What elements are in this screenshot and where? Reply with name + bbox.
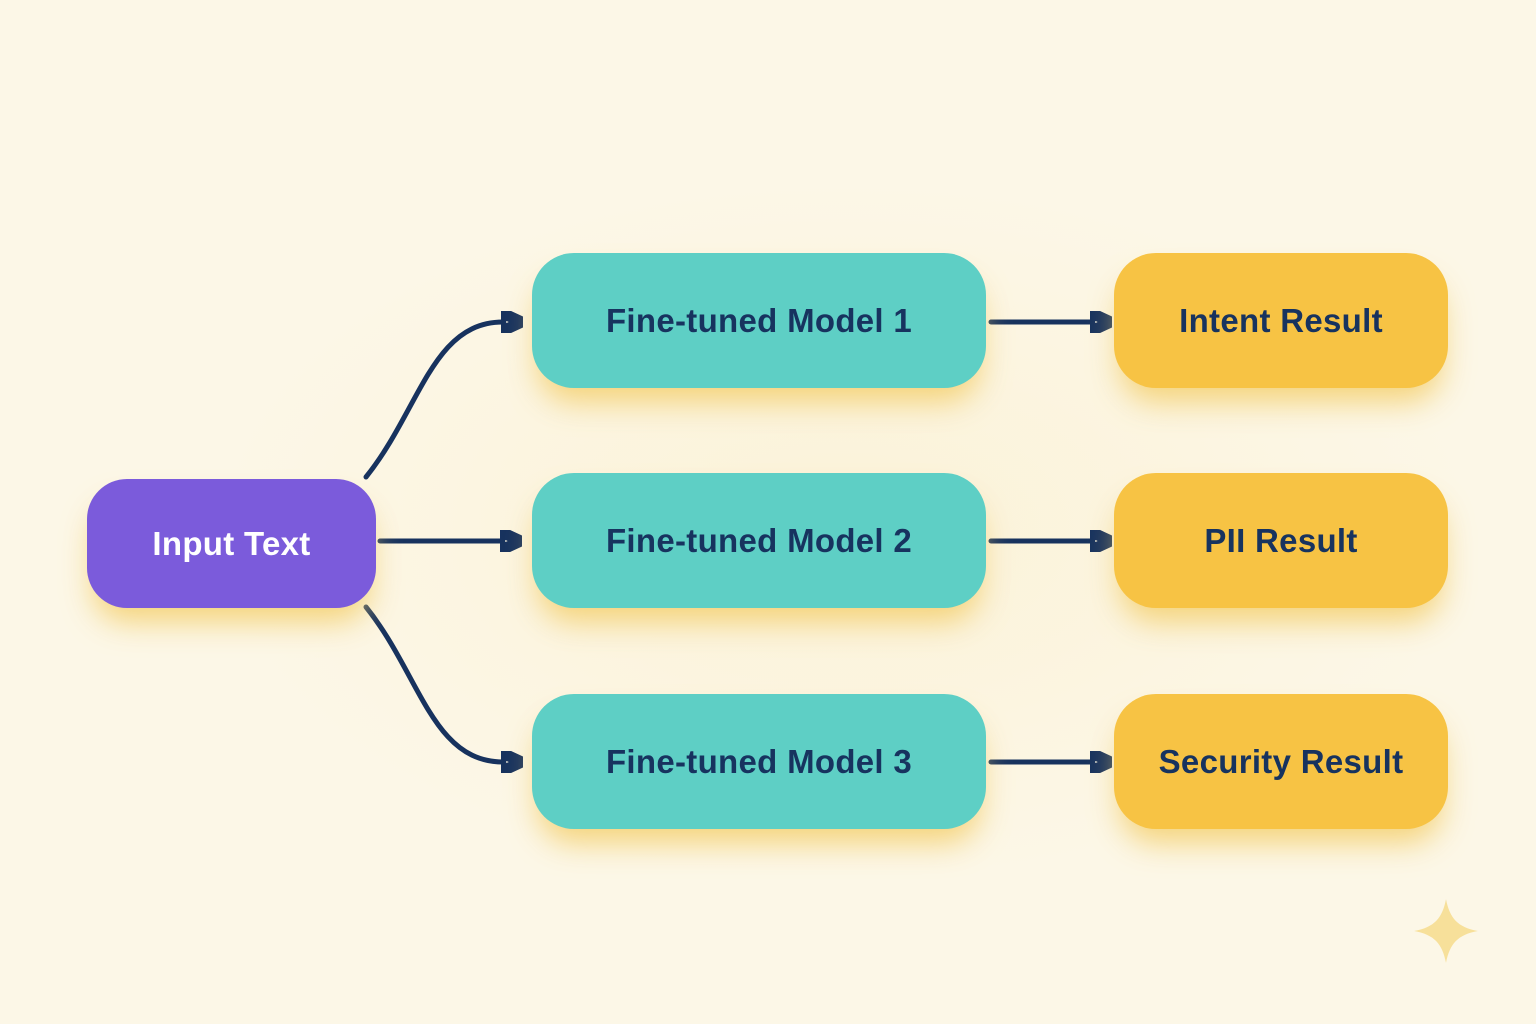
node-fine-tuned-model-1: Fine-tuned Model 1 bbox=[532, 253, 986, 388]
node-fine-tuned-model-3-label: Fine-tuned Model 3 bbox=[605, 742, 913, 780]
node-intent-result-label: Intent Result bbox=[1179, 301, 1383, 339]
node-security-result-label: Security Result bbox=[1158, 742, 1404, 780]
node-fine-tuned-model-3: Fine-tuned Model 3 bbox=[532, 694, 986, 829]
node-fine-tuned-model-2-label: Fine-tuned Model 2 bbox=[605, 521, 913, 559]
node-security-result: Security Result bbox=[1114, 694, 1448, 829]
node-input-text: Input Text bbox=[87, 479, 376, 608]
node-input-text-label: Input Text bbox=[152, 524, 311, 562]
node-fine-tuned-model-1-label: Fine-tuned Model 1 bbox=[605, 301, 913, 339]
node-fine-tuned-model-2: Fine-tuned Model 2 bbox=[532, 473, 986, 608]
sparkle-icon bbox=[1414, 899, 1478, 963]
node-pii-result: PII Result bbox=[1114, 473, 1448, 608]
arrow-input-to-model1 bbox=[363, 322, 503, 480]
node-intent-result: Intent Result bbox=[1114, 253, 1448, 388]
node-pii-result-label: PII Result bbox=[1204, 521, 1358, 559]
arrow-input-to-model3 bbox=[363, 604, 503, 762]
